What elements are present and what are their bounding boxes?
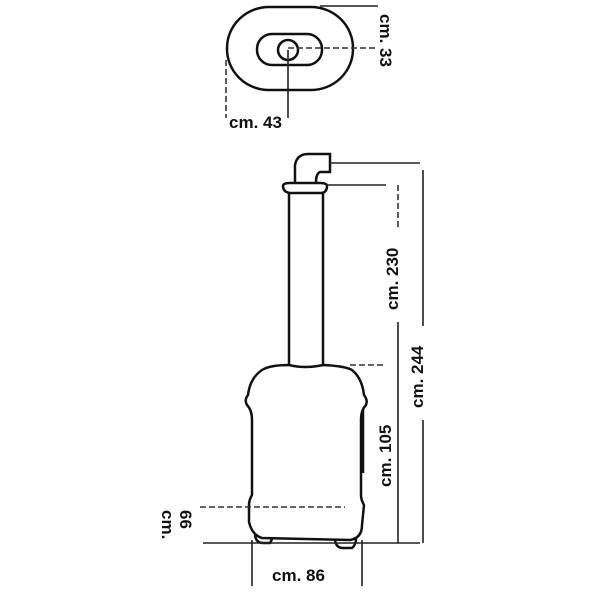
pipe-collar bbox=[281, 181, 329, 195]
pipe-height-label: cm. 230 bbox=[383, 248, 402, 310]
stove-foot-right bbox=[333, 537, 358, 550]
door-height-label: cm. 66 bbox=[158, 510, 195, 544]
depth-dimension-label: cm. 33 bbox=[376, 14, 395, 67]
flue-elbow bbox=[293, 152, 332, 183]
body-height-label: cm. 105 bbox=[376, 425, 395, 487]
width-dimension-label: cm. 43 bbox=[229, 113, 282, 132]
total-height-label: cm. 244 bbox=[408, 345, 427, 408]
top-view: cm. 43 cm. 33 bbox=[225, 5, 395, 132]
top-view-flue-slot bbox=[255, 32, 324, 67]
door-height-label-text: cm. bbox=[158, 510, 177, 539]
side-view: cm. 230 cm. 244 cm. 105 cm. 66 cm. 86 bbox=[158, 152, 427, 586]
base-width-label: cm. 86 bbox=[272, 566, 325, 585]
door-height-value: 66 bbox=[176, 510, 195, 529]
stove-body bbox=[244, 363, 368, 542]
